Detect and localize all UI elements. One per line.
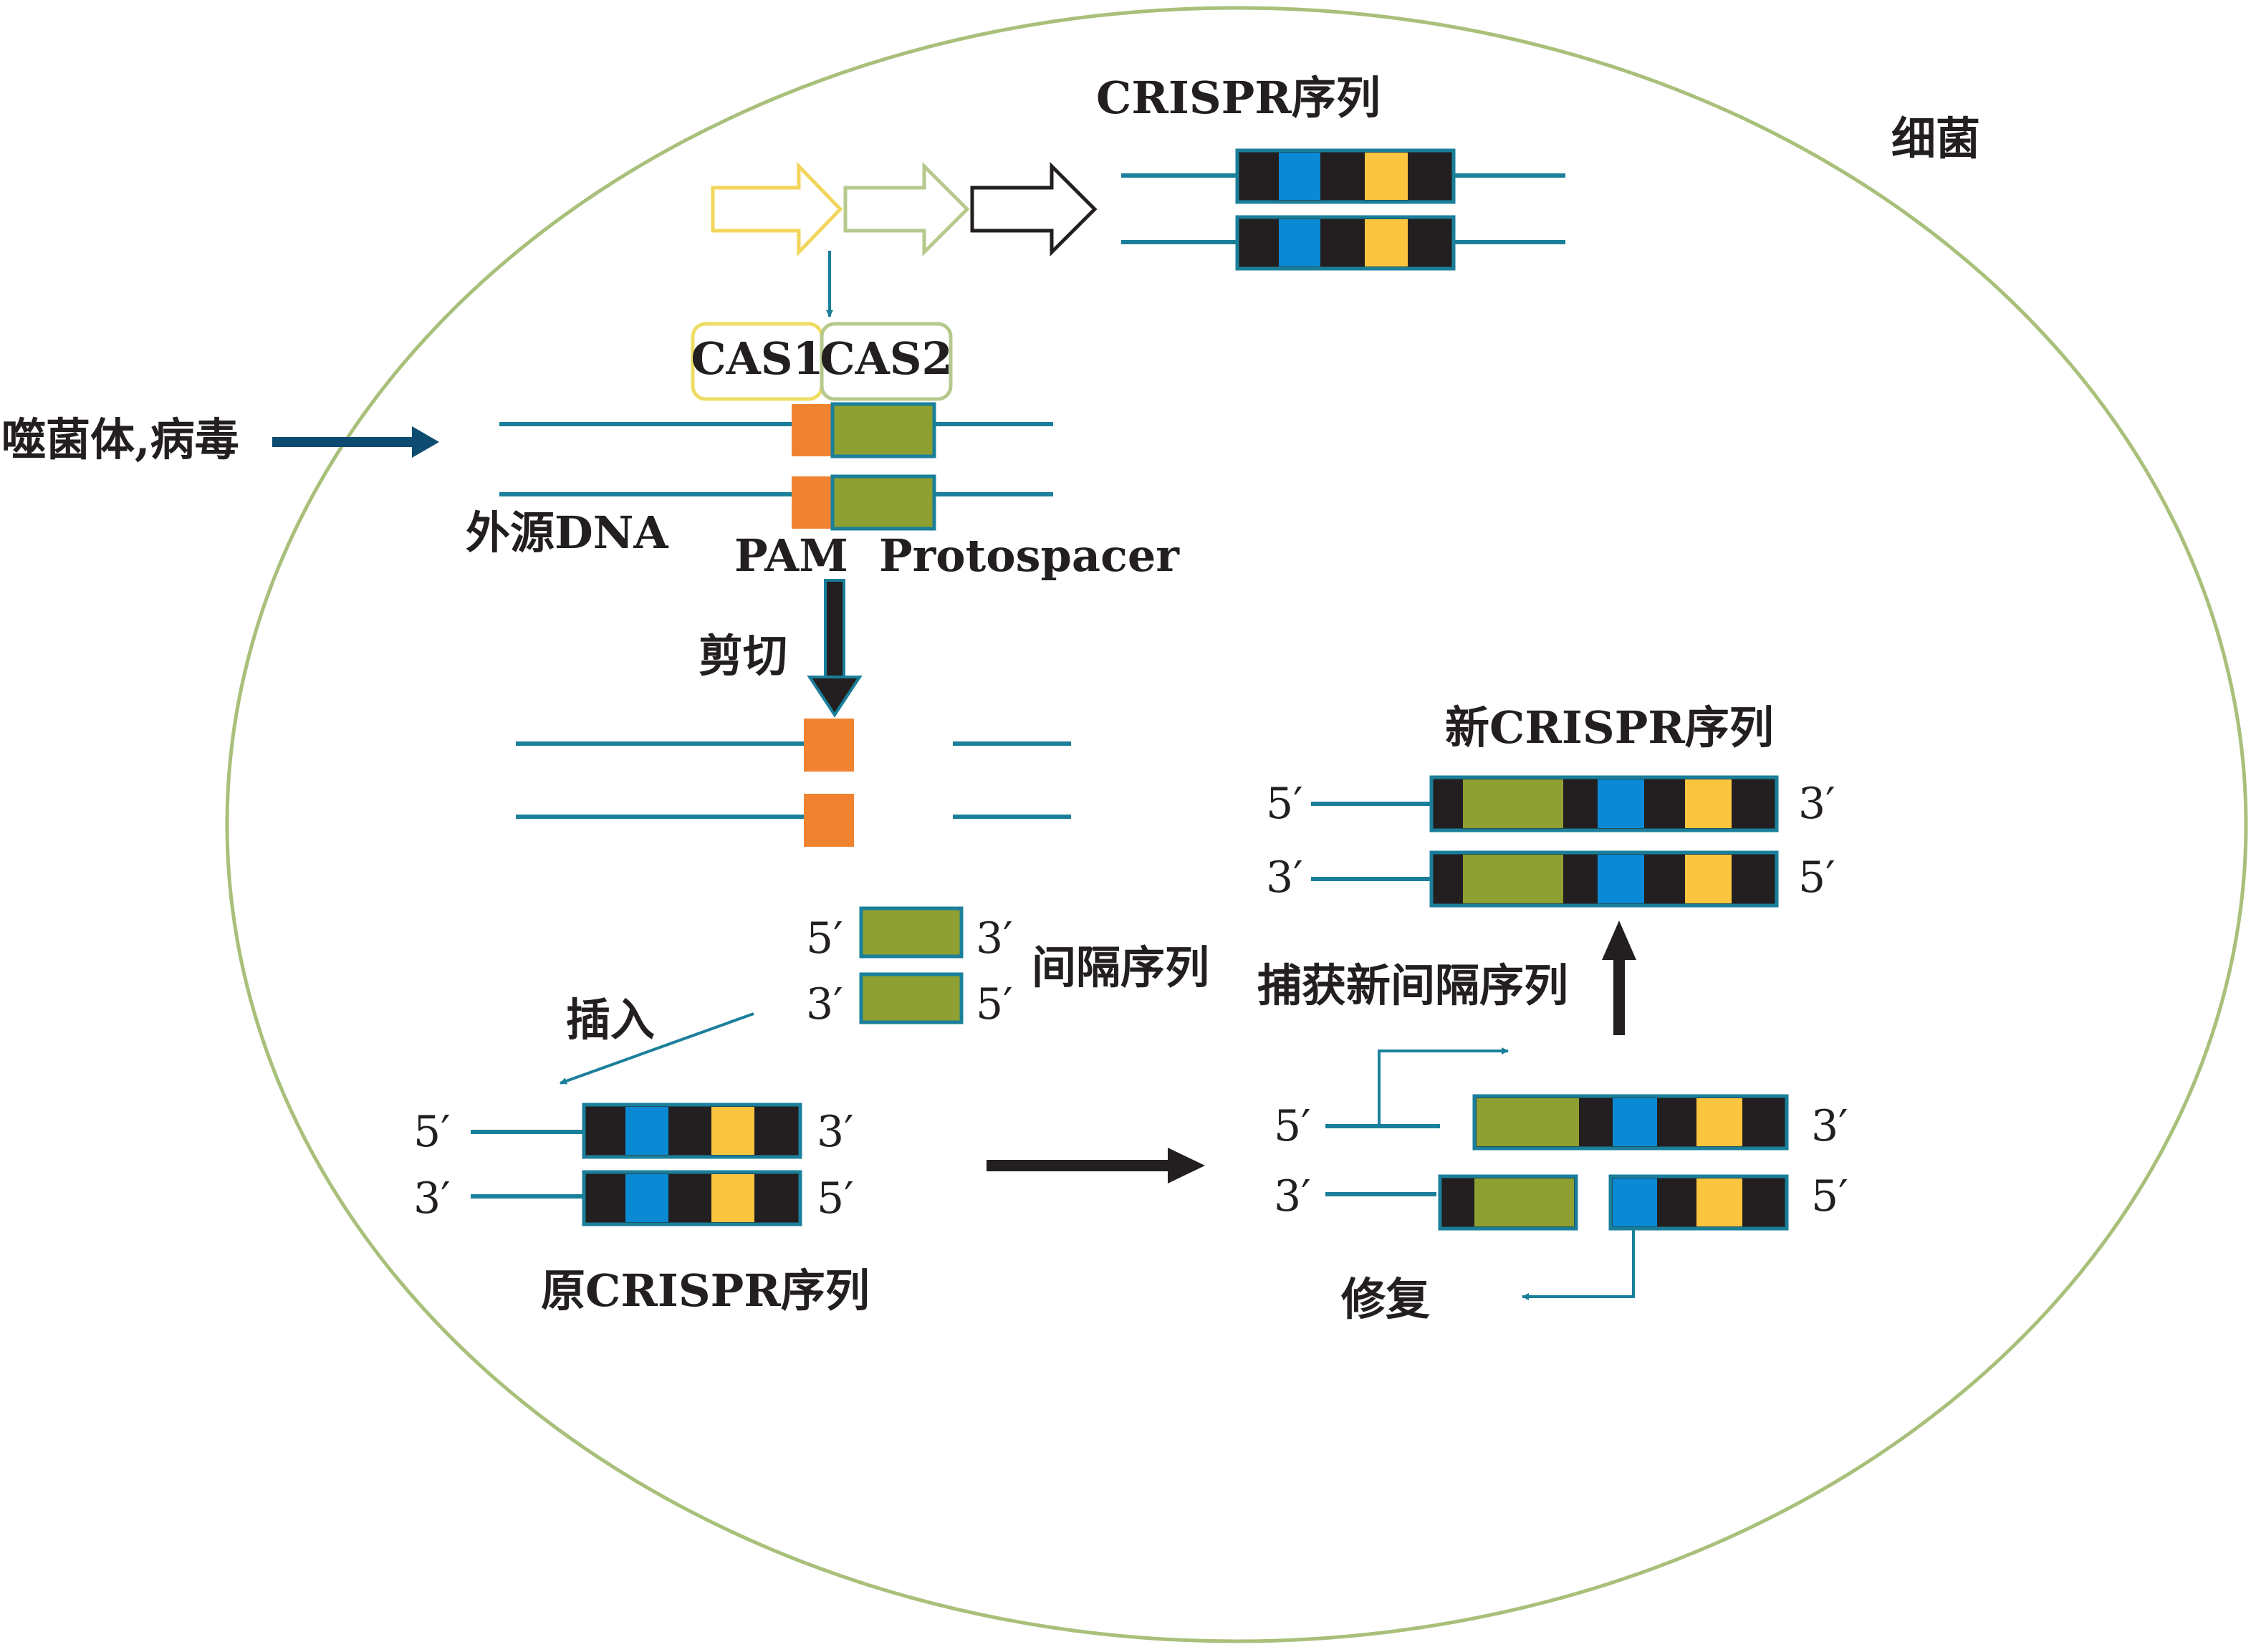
pam-protospacer-label: PAM Protospacer xyxy=(734,529,1180,582)
original-crispr-array xyxy=(471,1103,802,1226)
phage-label: 噬菌体,病毒 xyxy=(1,413,239,466)
intermediate-end-3: 3′ xyxy=(1811,1101,1848,1151)
process-arrow xyxy=(987,1148,1205,1183)
new-end-3: 3′ xyxy=(1798,779,1835,829)
orig-end-3: 3′ xyxy=(817,1107,854,1157)
cas2-protein: CAS2 xyxy=(820,322,953,401)
cas-gene-arrows xyxy=(711,161,1098,257)
protospacer-block xyxy=(830,402,936,458)
new-end-5: 5′ xyxy=(1798,853,1835,903)
spacer-end-5: 5′ xyxy=(806,913,843,964)
crispr-top-array xyxy=(1121,148,1565,271)
new-crispr-label: 新CRISPR序列 xyxy=(1445,701,1774,754)
intermediate-end-3: 3′ xyxy=(1274,1171,1311,1221)
orig-end-3: 3′ xyxy=(413,1173,451,1224)
original-crispr-label: 原CRISPR序列 xyxy=(541,1264,870,1317)
foreign-dna xyxy=(499,402,1053,531)
bacterium-cell xyxy=(225,6,2248,1643)
gene-arrow-cas2 xyxy=(843,161,970,257)
new-crispr-array xyxy=(1311,775,1779,908)
foreign-dna-label: 外源DNA xyxy=(466,506,668,559)
insert-arrow xyxy=(560,1012,754,1085)
cut-dna xyxy=(516,719,1071,847)
gene-arrow-cas1 xyxy=(711,161,843,257)
cas1-protein: CAS1 xyxy=(691,322,824,401)
phage-entry-arrow xyxy=(272,426,439,458)
cut-label: 剪切 xyxy=(699,630,787,682)
intermediate-end-5: 5′ xyxy=(1274,1101,1311,1151)
intermediate-end-5: 5′ xyxy=(1811,1171,1848,1221)
orig-end-5: 5′ xyxy=(413,1107,451,1157)
pam-block xyxy=(792,404,832,456)
integration-intermediate xyxy=(1325,1047,1789,1300)
excised-spacer xyxy=(859,906,964,1024)
orig-end-5: 5′ xyxy=(817,1173,854,1224)
new-end-5: 5′ xyxy=(1266,779,1303,829)
new-end-3: 3′ xyxy=(1266,853,1303,903)
bacteria-label: 细菌 xyxy=(1891,112,1980,165)
capture-arrow xyxy=(1602,921,1636,1035)
cut-arrow xyxy=(807,579,863,718)
gene-arrow-3 xyxy=(970,161,1098,257)
spacer-end-5: 5′ xyxy=(976,979,1013,1029)
repair-label: 修复 xyxy=(1341,1273,1430,1325)
cas1-label: CAS1 xyxy=(691,332,823,385)
spacer-end-3: 3′ xyxy=(976,913,1013,964)
cas2-label: CAS2 xyxy=(820,332,952,385)
spacer-label: 间隔序列 xyxy=(1032,941,1209,994)
insert-label: 插入 xyxy=(566,994,655,1046)
spacer-end-3: 3′ xyxy=(806,979,843,1029)
capture-label: 捕获新间隔序列 xyxy=(1257,959,1568,1012)
crispr-top-label: CRISPR序列 xyxy=(1096,72,1381,124)
